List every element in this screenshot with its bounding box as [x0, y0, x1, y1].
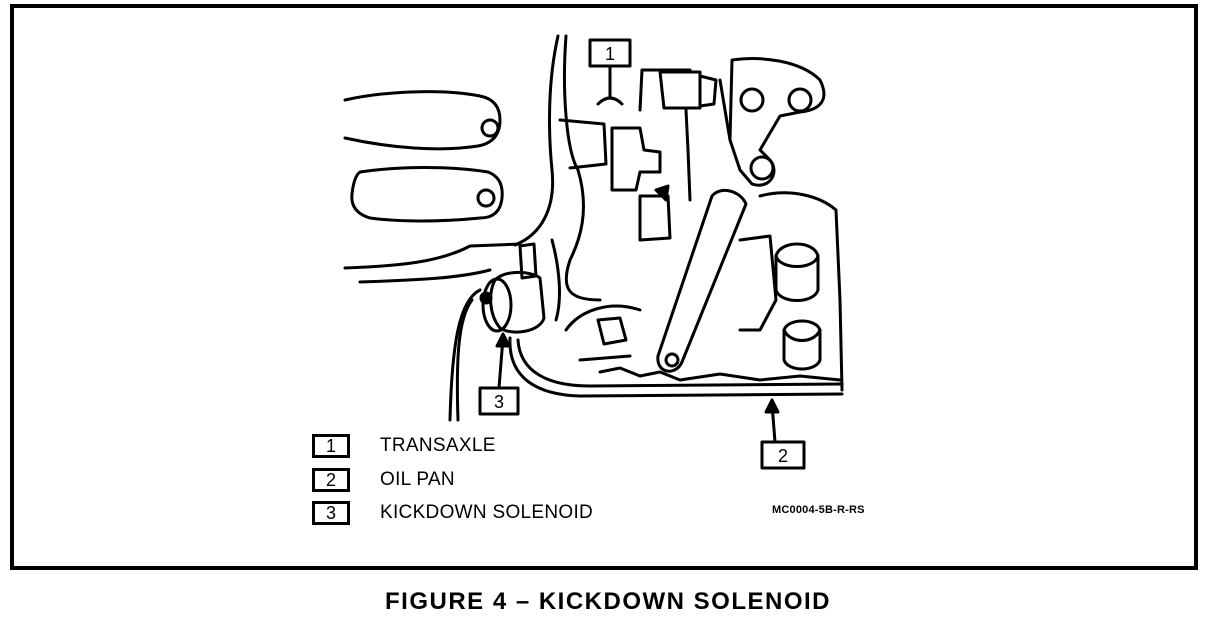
legend-item-oil-pan: 2 OIL PAN — [312, 466, 455, 494]
callout-number-1: 1 — [605, 44, 615, 64]
case-right — [758, 191, 844, 392]
callout-number-3: 3 — [494, 392, 504, 412]
callout-box-2 — [760, 440, 806, 470]
legend-label: TRANSAXLE — [380, 435, 496, 456]
linkage-pin-1 — [739, 87, 765, 113]
fitting-top — [658, 70, 702, 110]
linkage-plate — [728, 57, 826, 187]
plug-upper — [774, 242, 820, 302]
solenoid-wires — [448, 288, 482, 422]
legend-label: KICKDOWN SOLENOID — [380, 502, 594, 523]
legend-item-kickdown-solenoid: 3 KICKDOWN SOLENOID — [312, 499, 593, 527]
fitting-lower — [638, 194, 672, 242]
pan-bolt — [596, 316, 628, 346]
case-edge-right — [563, 34, 602, 302]
lever-pivot — [664, 352, 680, 368]
oil-pan — [508, 336, 844, 398]
solenoid-body — [489, 271, 546, 334]
upper-bracket — [343, 90, 502, 151]
figure-frame — [10, 4, 1198, 570]
legend-label: OIL PAN — [380, 469, 455, 490]
fitting-upper — [610, 126, 662, 192]
linkage-pin-3 — [749, 155, 775, 181]
solenoid-face — [481, 277, 513, 333]
legend-number-box: 2 — [312, 468, 350, 492]
legend-number-box: 1 — [312, 434, 350, 458]
shift-lever — [656, 188, 748, 373]
case-outline — [513, 34, 560, 247]
figure-caption: FIGURE 4 – KICKDOWN SOLENOID — [384, 588, 832, 615]
plug-lower — [782, 319, 822, 371]
legend-number-box: 3 — [312, 501, 350, 525]
engine-edge-lines — [343, 242, 522, 270]
lower-bracket — [350, 166, 504, 223]
figure-code: MC0004-5B-R-RS — [772, 504, 865, 516]
callout-leader-1 — [596, 64, 624, 106]
legend-item-transaxle: 1 TRANSAXLE — [312, 432, 496, 460]
linkage-pin-2 — [787, 87, 813, 113]
upper-bracket-bolt — [480, 118, 500, 138]
lower-bracket-bolt — [476, 188, 496, 208]
callout-number-2: 2 — [778, 446, 788, 466]
